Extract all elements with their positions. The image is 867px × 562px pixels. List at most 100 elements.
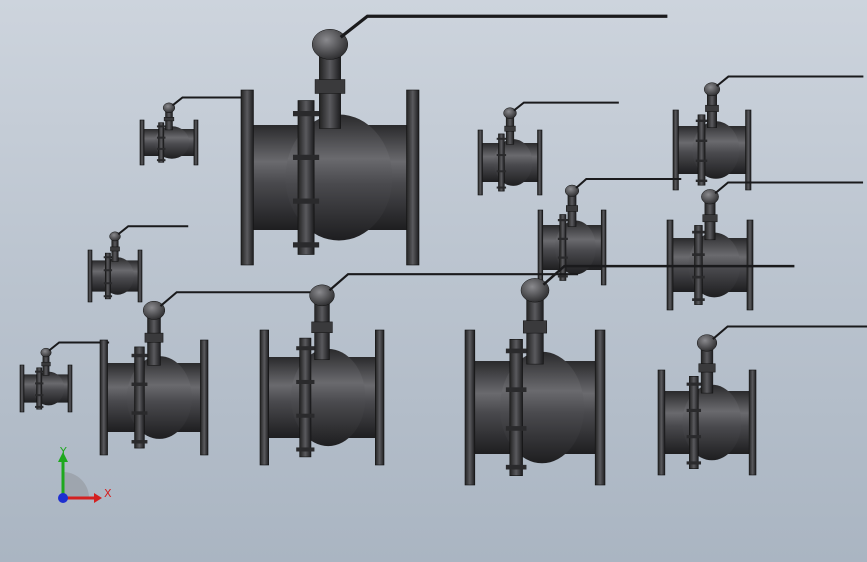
ball-valve-model-2[interactable] bbox=[240, 14, 668, 266]
joint-bolt bbox=[557, 275, 568, 278]
right-flange bbox=[748, 369, 757, 476]
body-joint-flange bbox=[498, 133, 505, 192]
joint-bolt bbox=[103, 269, 113, 272]
handle-knob-icon bbox=[703, 82, 721, 97]
left-flange bbox=[240, 89, 254, 266]
ball-valve-model-11[interactable] bbox=[464, 264, 795, 486]
left-flange bbox=[139, 119, 145, 166]
lever-handle bbox=[328, 273, 579, 292]
joint-bolt bbox=[296, 447, 315, 452]
joint-bolt bbox=[292, 198, 320, 204]
right-flange bbox=[375, 329, 385, 466]
joint-bolt bbox=[131, 411, 148, 415]
joint-bolt bbox=[156, 136, 166, 139]
joint-bolt bbox=[131, 440, 148, 444]
joint-bolt bbox=[505, 426, 527, 431]
right-flange bbox=[137, 249, 143, 303]
joint-bolt bbox=[496, 170, 507, 173]
joint-bolt bbox=[156, 125, 166, 128]
joint-bolt bbox=[156, 147, 166, 150]
ball-valve-model-5[interactable] bbox=[87, 225, 189, 303]
joint-bolt bbox=[496, 137, 507, 140]
joint-bolt bbox=[692, 230, 705, 234]
ball-valve-model-10[interactable] bbox=[259, 273, 579, 466]
gland-nut bbox=[41, 361, 51, 367]
left-flange bbox=[87, 249, 93, 303]
right-flange bbox=[594, 329, 606, 486]
body-joint-flange bbox=[158, 122, 165, 163]
body-joint-flange bbox=[134, 346, 145, 449]
gland-nut bbox=[311, 321, 333, 333]
ball-valve-model-6[interactable] bbox=[537, 178, 682, 286]
triad-y-label: Y bbox=[59, 445, 67, 458]
joint-bolt bbox=[686, 408, 702, 412]
handle-knob-icon bbox=[109, 231, 121, 242]
left-flange bbox=[464, 329, 476, 486]
joint-bolt bbox=[505, 348, 527, 354]
joint-bolt bbox=[292, 111, 320, 117]
right-flange bbox=[537, 129, 543, 196]
right-flange bbox=[745, 109, 752, 191]
left-flange bbox=[99, 339, 108, 456]
joint-bolt bbox=[692, 253, 705, 256]
body-joint-flange bbox=[509, 338, 523, 476]
joint-bolt bbox=[692, 275, 705, 279]
handle-knob-icon bbox=[696, 334, 718, 352]
ball-valve-model-7[interactable] bbox=[666, 181, 864, 311]
ball-valve-model-3[interactable] bbox=[477, 101, 619, 196]
joint-bolt bbox=[496, 154, 507, 157]
lever-handle bbox=[542, 264, 795, 286]
joint-bolt bbox=[103, 295, 113, 298]
joint-bolt bbox=[557, 219, 568, 222]
triad-x-label: X bbox=[104, 487, 112, 500]
joint-bolt bbox=[686, 382, 702, 386]
joint-bolt bbox=[292, 242, 320, 248]
gland-nut bbox=[566, 205, 578, 212]
handle-knob-icon bbox=[40, 347, 52, 358]
body-joint-flange bbox=[297, 100, 315, 255]
lever-handle bbox=[716, 75, 864, 87]
joint-bolt bbox=[695, 179, 708, 182]
right-flange bbox=[193, 119, 199, 166]
body-joint-flange bbox=[697, 114, 706, 186]
ball-valve-model-8[interactable] bbox=[19, 341, 110, 413]
triad-y-arrow-icon bbox=[58, 452, 68, 462]
joint-bolt bbox=[505, 387, 527, 392]
joint-bolt bbox=[131, 382, 148, 386]
joint-bolt bbox=[131, 353, 148, 358]
gland-nut bbox=[698, 363, 716, 373]
gland-nut bbox=[522, 320, 548, 334]
joint-bolt bbox=[557, 256, 568, 259]
gland-nut bbox=[705, 104, 719, 112]
lever-handle bbox=[48, 341, 110, 352]
gland-nut bbox=[144, 332, 164, 343]
body-joint-flange bbox=[104, 252, 111, 300]
joint-bolt bbox=[35, 370, 44, 373]
joint-bolt bbox=[103, 256, 113, 259]
gland-nut bbox=[702, 214, 718, 223]
joint-bolt bbox=[686, 461, 702, 465]
joint-bolt bbox=[35, 382, 44, 385]
gland-nut bbox=[504, 125, 516, 132]
gland-nut bbox=[110, 246, 120, 252]
joint-bolt bbox=[505, 464, 527, 470]
handle-knob-icon bbox=[520, 278, 550, 303]
body-joint-flange bbox=[559, 214, 567, 281]
handle-knob-icon bbox=[309, 284, 335, 307]
ball-valve-model-9[interactable] bbox=[99, 291, 332, 456]
ball-valve-model-4[interactable] bbox=[672, 75, 864, 191]
joint-bolt bbox=[496, 186, 507, 189]
ball-valve-model-1[interactable] bbox=[139, 96, 245, 166]
left-flange bbox=[19, 364, 25, 413]
handle-knob-icon bbox=[311, 29, 349, 60]
handle-knob-icon bbox=[503, 107, 517, 119]
lever-handle bbox=[712, 325, 867, 340]
gland-nut bbox=[163, 117, 175, 122]
triad-z-axis bbox=[58, 493, 68, 503]
right-flange bbox=[406, 89, 420, 266]
ball-valve-model-12[interactable] bbox=[657, 325, 867, 476]
coordinate-triad: Y X bbox=[58, 445, 112, 503]
joint-bolt bbox=[292, 154, 320, 160]
